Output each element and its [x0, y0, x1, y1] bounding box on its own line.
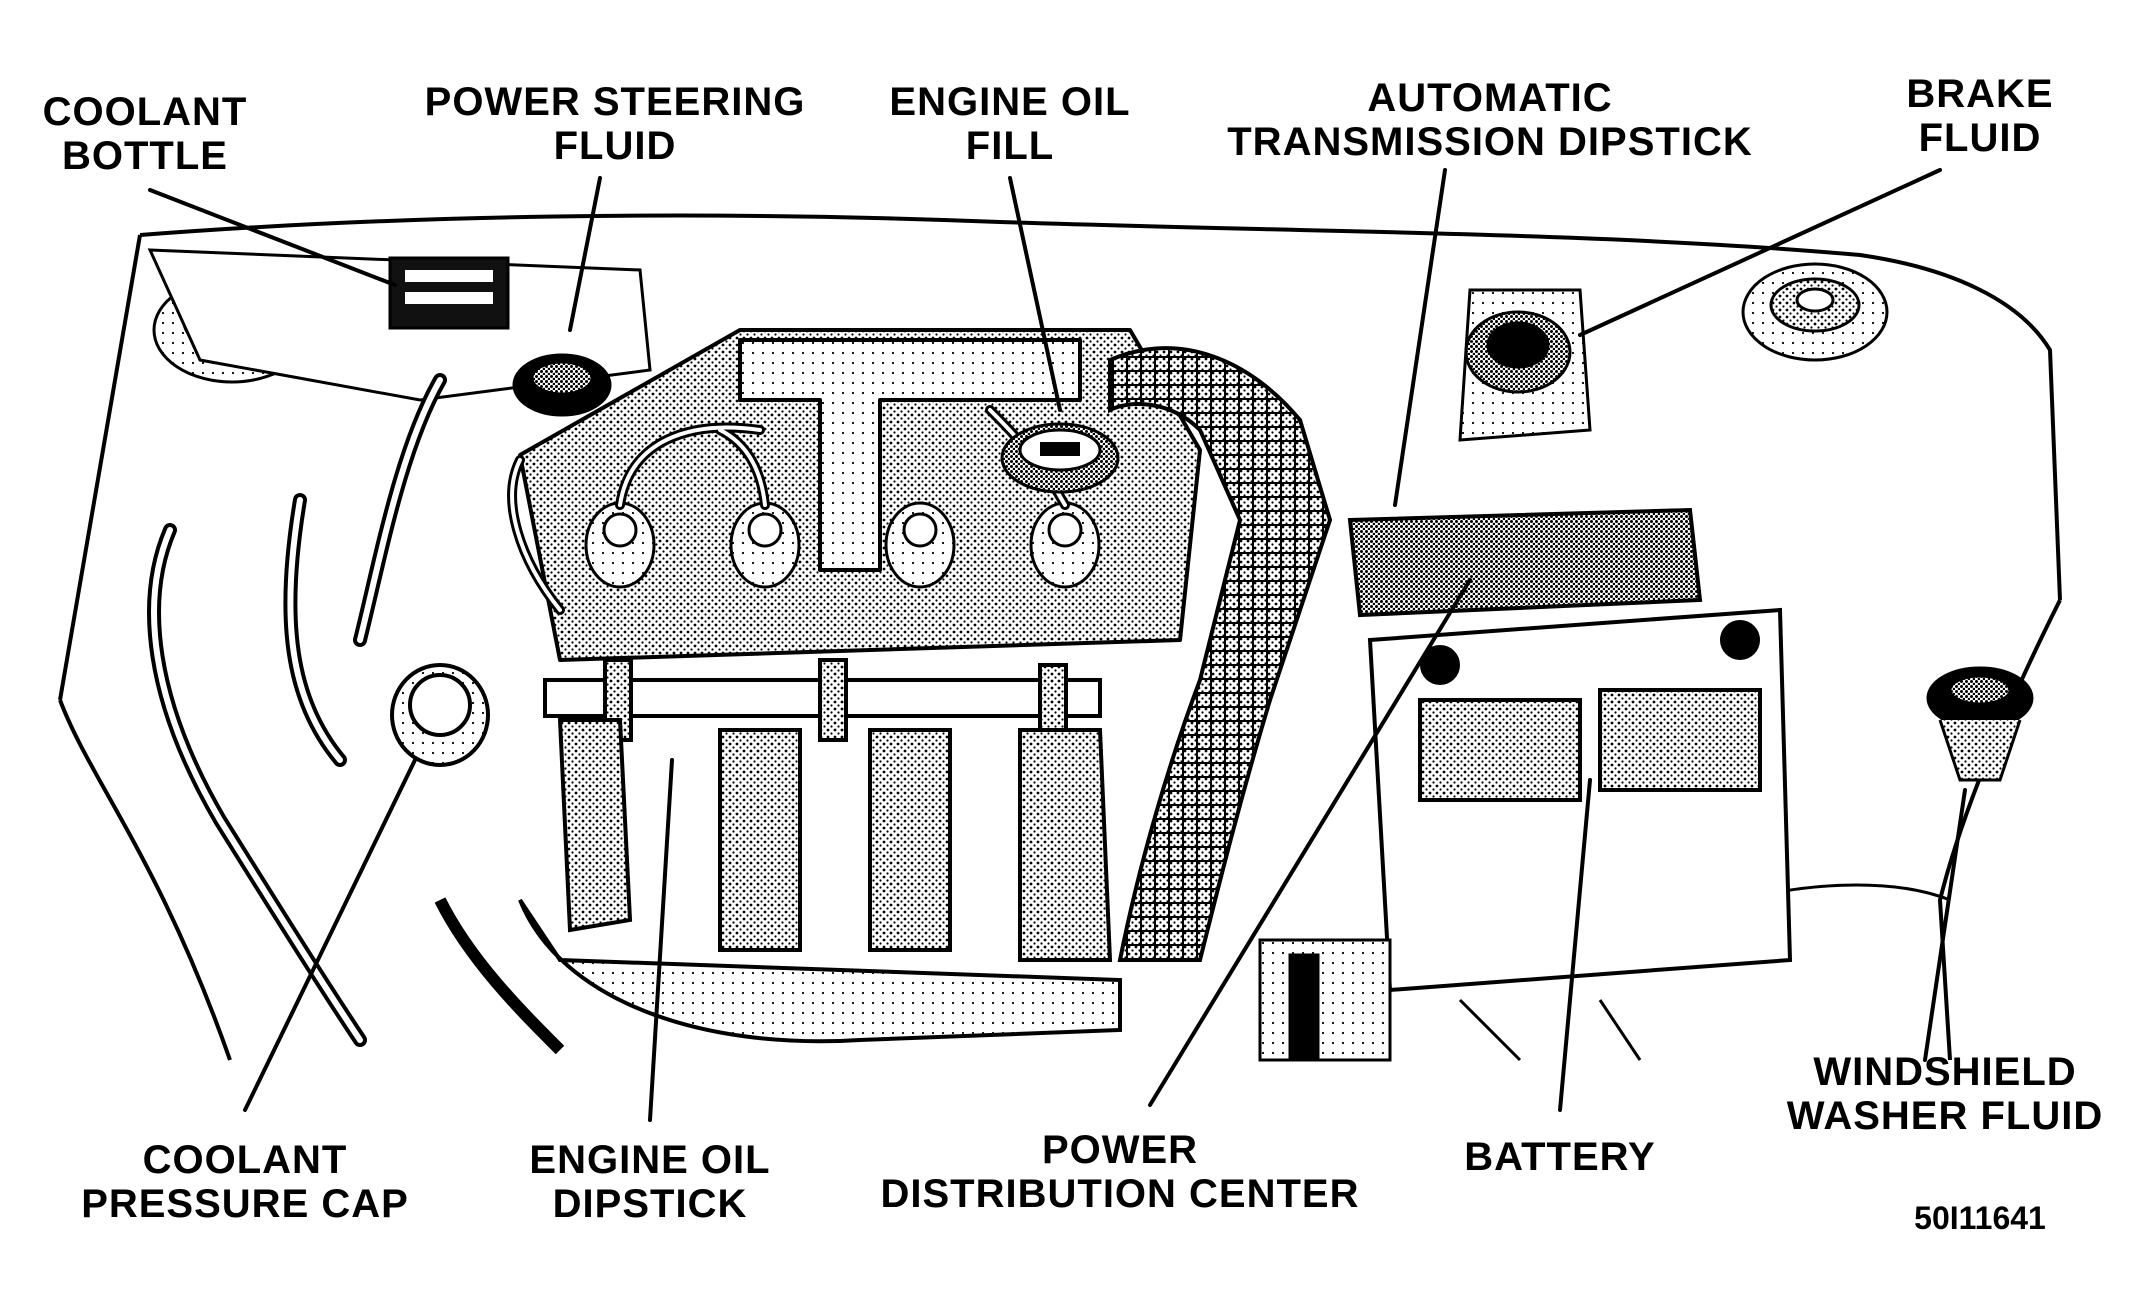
- engine-bay-outline: [58, 213, 2062, 1061]
- label-coolant-bottle: COOLANT BOTTLE: [42, 90, 248, 178]
- engine-oil-fill-cap: [1000, 422, 1120, 494]
- label-brake-fluid: BRAKE FLUID: [1906, 72, 2054, 160]
- label-battery: BATTERY: [1464, 1135, 1656, 1179]
- leader-lines: [148, 168, 1967, 1122]
- brake-fluid-reservoir: [1458, 288, 1592, 442]
- intake-manifold: [518, 718, 1122, 1044]
- leader-pressure-cap: [243, 758, 417, 1112]
- power-distribution-center: [1347, 503, 1703, 618]
- label-windshield-washer-fluid: WINDSHIELD WASHER FLUID: [1786, 1050, 2104, 1138]
- label-engine-oil-fill: ENGINE OIL FILL: [889, 80, 1131, 168]
- label-power-steering-fluid: POWER STEERING FLUID: [424, 80, 806, 168]
- leader-washer: [1923, 788, 1967, 1062]
- fuel-rail: [543, 658, 1102, 747]
- label-engine-oil-dipstick: ENGINE OIL DIPSTICK: [529, 1138, 771, 1226]
- label-automatic-transmission-dipstick: AUTOMATIC TRANSMISSION DIPSTICK: [1227, 76, 1753, 164]
- coolant-bottle: [147, 248, 652, 402]
- leader-trans-dipstick: [1393, 168, 1447, 507]
- label-power-distribution-center: POWER DISTRIBUTION CENTER: [880, 1128, 1360, 1216]
- leader-battery: [1558, 778, 1592, 1112]
- spark-plug-boots: [584, 501, 1101, 589]
- leader-oil-dipstick: [648, 758, 674, 1122]
- power-steering-cap: [512, 353, 612, 417]
- label-coolant-pressure-cap: COOLANT PRESSURE CAP: [81, 1138, 409, 1226]
- leader-oil-fill: [1008, 176, 1062, 412]
- right-strut-tower: [1741, 262, 1889, 362]
- battery: [1367, 607, 1793, 993]
- leader-power-steering: [568, 176, 602, 332]
- figure-id: 50I11641: [1914, 1200, 2046, 1236]
- coolant-pressure-cap: [390, 663, 490, 767]
- valve-cover: [518, 328, 1202, 662]
- lower-engine: [434, 897, 1642, 1062]
- air-intake-hose: [1108, 346, 1333, 962]
- leader-coolant-bottle: [148, 188, 397, 287]
- leader-pdc: [1148, 578, 1472, 1107]
- washer-fluid-cap: [1926, 666, 2034, 782]
- leader-brake-fluid: [1578, 168, 1942, 337]
